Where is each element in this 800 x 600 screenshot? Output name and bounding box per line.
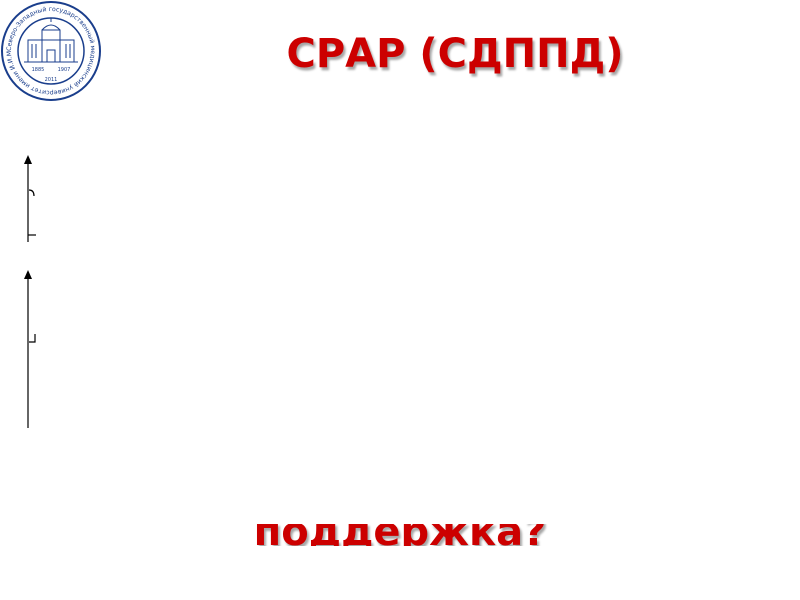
logo-year-bottom: 2011 — [45, 77, 58, 83]
logo-year-left: 1885 — [32, 67, 45, 73]
building-icon — [24, 18, 78, 63]
bottom-partial-text: поддержка? — [200, 524, 600, 546]
lower-arrow-head — [24, 270, 32, 279]
upper-bracket — [28, 189, 35, 197]
upper-arrow-head — [24, 155, 32, 164]
university-logo: Северо-Западный государственный медицинс… — [0, 0, 101, 101]
lower-bracket — [29, 334, 36, 343]
bottom-partial-text-label: поддержка? — [200, 524, 600, 546]
logo-year-right: 1907 — [58, 67, 71, 73]
slide-title: СРАР (СДППД) — [286, 31, 624, 77]
